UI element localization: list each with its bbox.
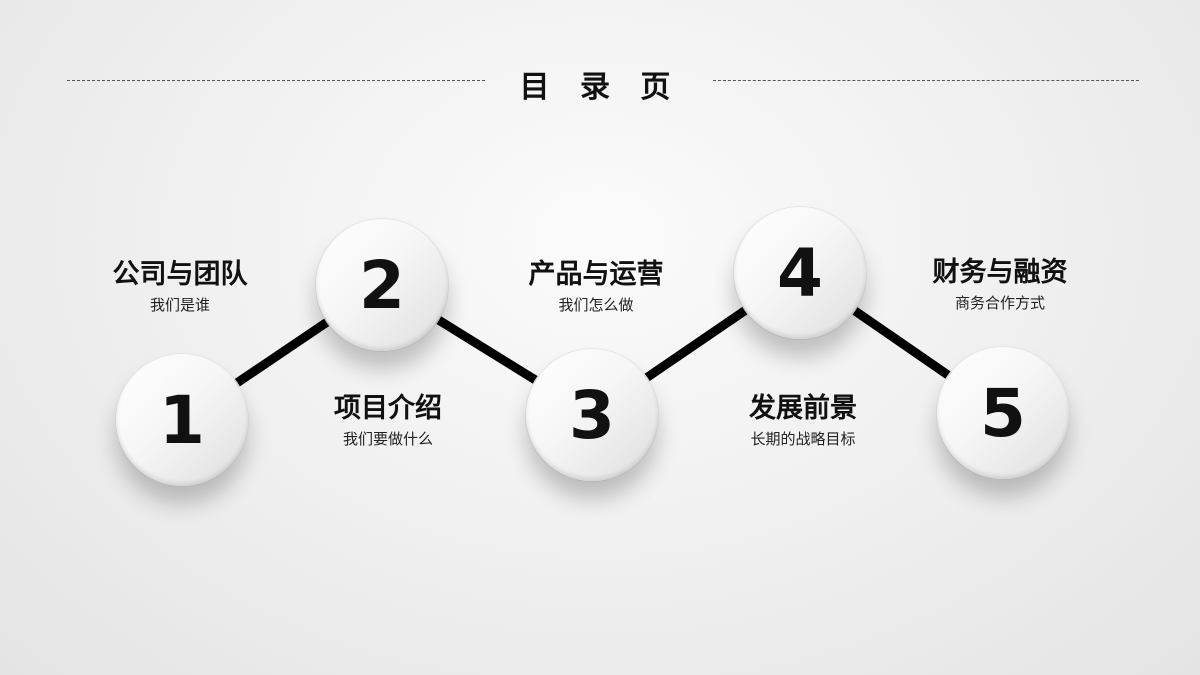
header-divider-right — [713, 80, 1139, 81]
step-1-subtitle: 我们是谁 — [149, 296, 210, 314]
step-5-title: 财务与融资 — [932, 257, 1068, 288]
step-5-circle[interactable]: 5 — [937, 347, 1069, 479]
step-4-label: 发展前景 长期的战略目标 — [703, 392, 903, 450]
step-2-label: 项目介绍 我们要做什么 — [288, 392, 488, 450]
step-2-subtitle: 我们要做什么 — [342, 430, 433, 448]
step-1-title: 公司与团队 — [112, 259, 248, 290]
step-2-circle[interactable]: 2 — [316, 219, 448, 351]
step-5-label: 财务与融资 商务合作方式 — [900, 256, 1100, 314]
step-3-circle[interactable]: 3 — [526, 349, 658, 481]
step-3-number: 3 — [569, 376, 615, 454]
step-4-number: 4 — [777, 234, 823, 312]
step-2-title: 项目介绍 — [334, 393, 442, 424]
step-5-subtitle: 商务合作方式 — [954, 294, 1045, 312]
step-1-number: 1 — [159, 381, 205, 459]
step-1-label: 公司与团队 我们是谁 — [80, 258, 280, 316]
step-2-number: 2 — [359, 246, 405, 324]
step-3-label: 产品与运营 我们怎么做 — [496, 258, 696, 316]
header-divider-left — [67, 80, 485, 81]
step-4-circle[interactable]: 4 — [734, 207, 866, 339]
step-4-subtitle: 长期的战略目标 — [750, 430, 856, 448]
step-5-number: 5 — [980, 374, 1026, 452]
step-1-circle[interactable]: 1 — [116, 354, 248, 486]
step-3-subtitle: 我们怎么做 — [558, 296, 634, 314]
page-title: 目 录 页 — [519, 70, 681, 105]
step-3-title: 产品与运营 — [528, 259, 664, 290]
step-4-title: 发展前景 — [749, 393, 857, 424]
